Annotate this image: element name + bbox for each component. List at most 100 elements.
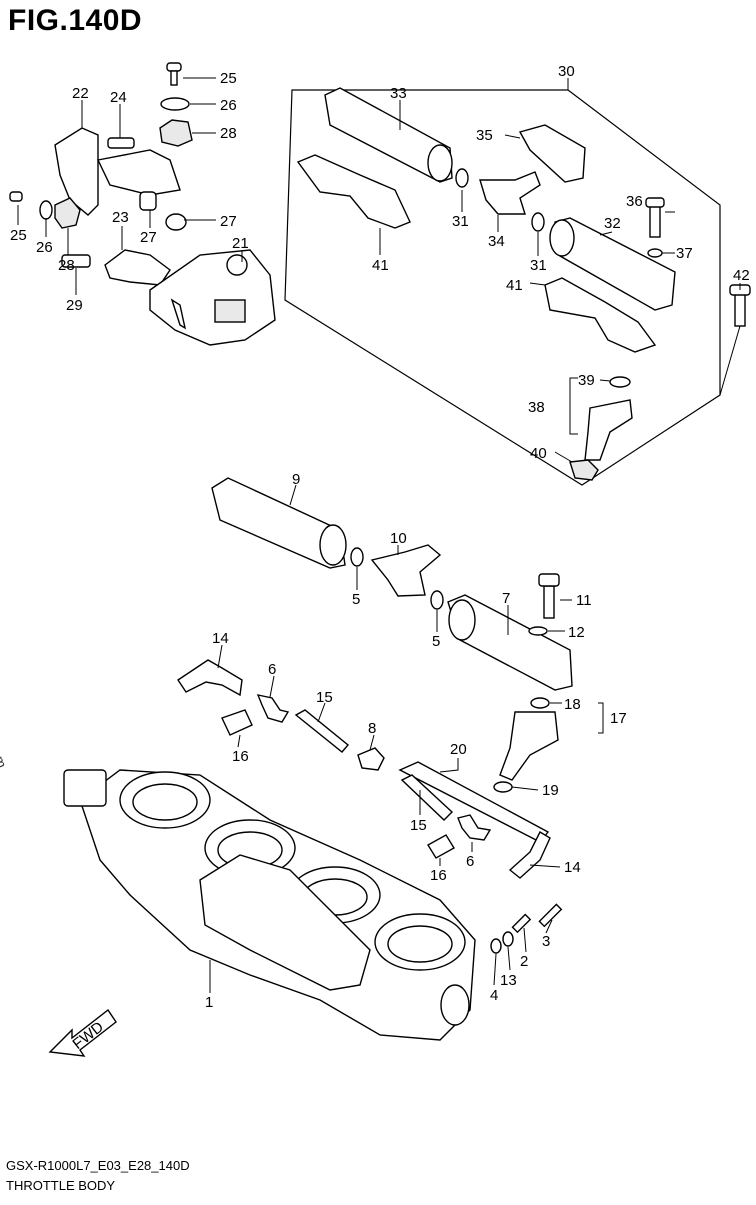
section-name: THROTTLE BODY — [6, 1178, 116, 1193]
callout-36: 36 — [626, 193, 643, 210]
bolt-42 — [734, 291, 746, 327]
hose-16-lower — [427, 834, 455, 859]
injector-38 — [584, 399, 633, 461]
callout-19: 19 — [542, 782, 559, 799]
callout-25b: 25 — [10, 227, 27, 244]
joint-10 — [370, 544, 442, 597]
spring-2 — [511, 913, 532, 934]
bolt-24 — [107, 137, 135, 149]
callout-5a: 5 — [352, 591, 360, 608]
callout-41a: 41 — [372, 257, 389, 274]
callout-16b: 16 — [430, 867, 447, 884]
collar-27-top — [165, 213, 187, 231]
callout-15b: 15 — [410, 817, 427, 834]
pipe-9-end — [319, 524, 347, 566]
hose-15-upper — [294, 709, 349, 753]
callout-18: 18 — [564, 696, 581, 713]
bore-1-inner — [132, 783, 198, 821]
screw-25-top-shank — [170, 70, 178, 86]
hose-14-upper — [177, 659, 243, 697]
collar-27-left — [139, 191, 157, 211]
bore-4-inner — [387, 925, 453, 963]
sensor-21 — [149, 249, 276, 346]
callout-14b: 14 — [564, 859, 581, 876]
leader-lines — [17, 77, 741, 993]
callout-8: 8 — [368, 720, 376, 737]
bracket-23 — [104, 249, 171, 286]
pipe-32-end — [549, 219, 575, 257]
o-ring-39 — [609, 376, 631, 388]
cover-35 — [518, 124, 586, 183]
callout-7: 7 — [502, 590, 510, 607]
shroud-41-upper — [296, 154, 411, 229]
o-ring-31-left — [455, 168, 469, 188]
o-ring-5-left — [350, 547, 364, 567]
injector-17 — [499, 711, 559, 781]
washer-13 — [502, 931, 514, 947]
washer-12 — [528, 626, 548, 636]
throttle-body-assembly — [63, 769, 563, 1041]
callout-28b: 28 — [58, 257, 75, 274]
bolt-29 — [61, 254, 91, 268]
callout-9: 9 — [292, 471, 300, 488]
callout-26b: 26 — [36, 239, 53, 256]
callout-41b: 41 — [506, 277, 523, 294]
washer-26-left — [39, 200, 53, 220]
callout-23: 23 — [112, 209, 129, 226]
washer-37 — [647, 248, 663, 258]
callout-6b: 6 — [466, 853, 474, 870]
callout-5b: 5 — [432, 633, 440, 650]
callout-34: 34 — [488, 233, 505, 250]
callout-13: 13 — [500, 972, 517, 989]
callout-14a: 14 — [212, 630, 229, 647]
callout-24: 24 — [110, 89, 127, 106]
model-code: GSX-R1000L7_E03_E28_140D — [6, 1158, 190, 1173]
callout-20: 20 — [450, 741, 467, 758]
callout-40: 40 — [530, 445, 547, 462]
callout-33: 33 — [390, 85, 407, 102]
delivery-pipe-33 — [324, 87, 453, 183]
callout-27b: 27 — [140, 229, 157, 246]
bracket-sensor-assembly — [9, 62, 276, 346]
sensor-21-tab — [170, 298, 187, 330]
fitting-8 — [357, 747, 385, 771]
hose-20 — [398, 761, 550, 843]
fitting-6-upper — [256, 694, 290, 723]
hose-16-upper — [221, 709, 253, 736]
seal-19 — [493, 781, 513, 793]
callout-12: 12 — [568, 624, 585, 641]
callout-26a: 26 — [220, 97, 237, 114]
hose-15-lower — [400, 774, 454, 821]
callout-31a: 31 — [452, 213, 469, 230]
o-ring-5-right — [430, 590, 444, 610]
hose-14-lower — [508, 831, 551, 879]
connector — [63, 769, 107, 807]
screw-36 — [649, 204, 661, 238]
side-port — [440, 984, 470, 1026]
callout-42: 42 — [733, 267, 750, 284]
bolt-11 — [543, 585, 555, 619]
callout-29: 29 — [66, 297, 83, 314]
callout-10: 10 — [390, 530, 407, 547]
fwd-arrow: FWD — [48, 1008, 117, 1057]
o-ring-31-right — [531, 212, 545, 232]
screw-36-head — [645, 197, 665, 208]
grommet-28-left — [54, 197, 81, 229]
callout-32: 32 — [604, 215, 621, 232]
bracket-22 — [54, 127, 99, 216]
sensor-21-spring — [214, 299, 246, 323]
callout-39: 39 — [578, 372, 595, 389]
fwd-arrow-shape — [48, 1008, 117, 1057]
pipe-7-end — [448, 599, 476, 641]
screw-25-top — [166, 62, 182, 72]
callout-11: 11 — [576, 592, 592, 609]
grommet-28-top — [159, 119, 193, 147]
o-ring-18 — [530, 697, 550, 709]
fitting-6-lower — [457, 814, 492, 841]
primary-fuel-group — [177, 477, 573, 879]
callout-17: 17 — [610, 710, 627, 727]
actuator-housing — [199, 854, 371, 991]
callout-21: 21 — [232, 235, 249, 252]
